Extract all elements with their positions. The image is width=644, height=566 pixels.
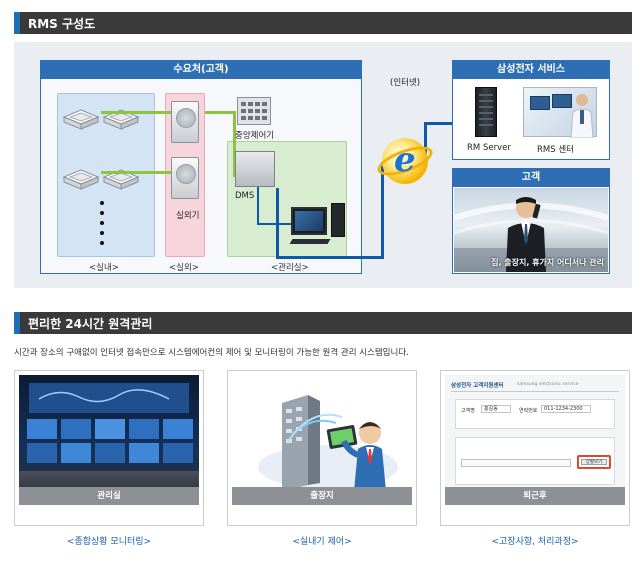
indoor-unit-icon bbox=[103, 169, 139, 190]
rms-diagram: 수요처(고객) 실외기 bbox=[14, 42, 632, 288]
pc-monitor-icon bbox=[291, 207, 327, 235]
screenshot-field1-value: 홍길동 bbox=[481, 405, 511, 413]
service-box-title: 삼성전자 서비스 bbox=[453, 61, 609, 79]
screenshot-textbox bbox=[461, 459, 571, 467]
customer-box-title: 고객 bbox=[453, 169, 609, 187]
central-controller-label: 중앙제어기 bbox=[235, 131, 275, 141]
screenshot-field2-label: 연락번호 bbox=[519, 408, 538, 414]
rm-server-label: RM Server bbox=[467, 143, 511, 153]
network-line bbox=[276, 256, 384, 259]
outdoor-unit-label: 실외기 bbox=[176, 211, 200, 221]
section-header-rms: RMS 구성도 bbox=[14, 12, 632, 34]
more-units-dots-icon bbox=[100, 201, 104, 245]
refrigerant-pipe bbox=[205, 111, 235, 114]
indoor-unit-icon bbox=[63, 109, 99, 130]
customer-site-title: 수요처(고객) bbox=[41, 61, 361, 79]
dms-label: DMS bbox=[235, 191, 255, 201]
card-caption: 퇴근후 bbox=[445, 487, 625, 505]
customer-site-box: 수요처(고객) 실외기 bbox=[40, 60, 362, 274]
businessman-photo: 집, 출장지, 휴가지 어디서나 관리 bbox=[454, 188, 608, 272]
link-indoor-control[interactable]: <실내기 제어> bbox=[292, 537, 352, 547]
refrigerant-pipe bbox=[233, 111, 236, 177]
card-control-room: 관리실 bbox=[14, 370, 204, 526]
keyboard-icon bbox=[289, 239, 331, 244]
internet-explorer-icon: e bbox=[394, 140, 416, 180]
section-title: RMS 구성도 bbox=[28, 17, 96, 31]
indoor-unit-icon bbox=[63, 169, 99, 190]
link-fault-report[interactable]: <고장사항, 처리과정> bbox=[491, 537, 579, 547]
dms-device-icon bbox=[235, 151, 275, 187]
management-zone-label: <관리실> bbox=[271, 263, 309, 273]
internet-globe-icon bbox=[382, 138, 428, 184]
support-screenshot-image: 삼성전자 고객지원센터 samsung electronic service 고… bbox=[445, 375, 625, 505]
central-controller-icon bbox=[237, 97, 271, 125]
outdoor-unit-icon bbox=[171, 157, 199, 199]
section-header-remote: 편리한 24시간 원격관리 bbox=[14, 312, 632, 334]
card-caption: 출장지 bbox=[232, 487, 412, 505]
businessman-cartoon-icon bbox=[258, 395, 398, 491]
status-view-button: 상황보기 bbox=[581, 459, 607, 465]
network-line bbox=[424, 122, 427, 162]
screenshot-field1-label: 고객명 bbox=[461, 408, 475, 414]
businessman-person-icon bbox=[506, 197, 546, 272]
screenshot-form-top bbox=[455, 399, 615, 429]
pc-tower-icon bbox=[331, 203, 345, 237]
customer-box: 고객 집, 출장지, 휴가지 어디서나 관리 bbox=[452, 168, 610, 274]
outdoor-zone-label: <실외> bbox=[169, 263, 199, 273]
business-trip-image: 출장지 bbox=[232, 375, 412, 505]
card-business-trip: 출장지 bbox=[227, 370, 417, 526]
rms-center-image bbox=[523, 87, 597, 138]
control-room-image: 관리실 bbox=[19, 375, 199, 505]
screenshot-header-sub: samsung electronic service bbox=[517, 382, 579, 387]
card-caption: 관리실 bbox=[19, 487, 199, 505]
refrigerant-pipe bbox=[101, 111, 179, 114]
refrigerant-pipe bbox=[101, 171, 179, 174]
rms-center-label: RMS 센터 bbox=[537, 145, 574, 155]
network-cable bbox=[257, 187, 259, 225]
screenshot-highlight bbox=[577, 455, 611, 469]
screenshot-divider bbox=[451, 391, 619, 392]
network-cable bbox=[257, 223, 291, 225]
outdoor-unit-icon bbox=[171, 101, 199, 143]
section-title: 편리한 24시간 원격관리 bbox=[28, 317, 153, 331]
control-room-screens-icon bbox=[27, 383, 193, 463]
operator-person-icon bbox=[570, 94, 594, 138]
network-line bbox=[276, 188, 279, 258]
network-line bbox=[381, 162, 384, 259]
card-after-work: 삼성전자 고객지원센터 samsung electronic service 고… bbox=[440, 370, 630, 526]
link-monitoring[interactable]: <종합상황 모니터링> bbox=[66, 537, 152, 547]
intro-text: 시간과 장소의 구애없이 인터넷 접속만으로 시스템에어컨의 제어 및 모니터링… bbox=[14, 348, 409, 358]
samsung-service-box: 삼성전자 서비스 RM Server RMS 센터 bbox=[452, 60, 610, 160]
screenshot-field2-value: 011-1234-2300 bbox=[541, 405, 591, 413]
screenshot-header: 삼성전자 고객지원센터 bbox=[451, 383, 504, 389]
indoor-zone-label: <실내> bbox=[89, 263, 119, 273]
customer-caption: 집, 출장지, 휴가지 어디서나 관리 bbox=[491, 258, 604, 267]
rm-server-icon bbox=[475, 87, 497, 137]
internet-label: (인터넷) bbox=[390, 78, 421, 88]
